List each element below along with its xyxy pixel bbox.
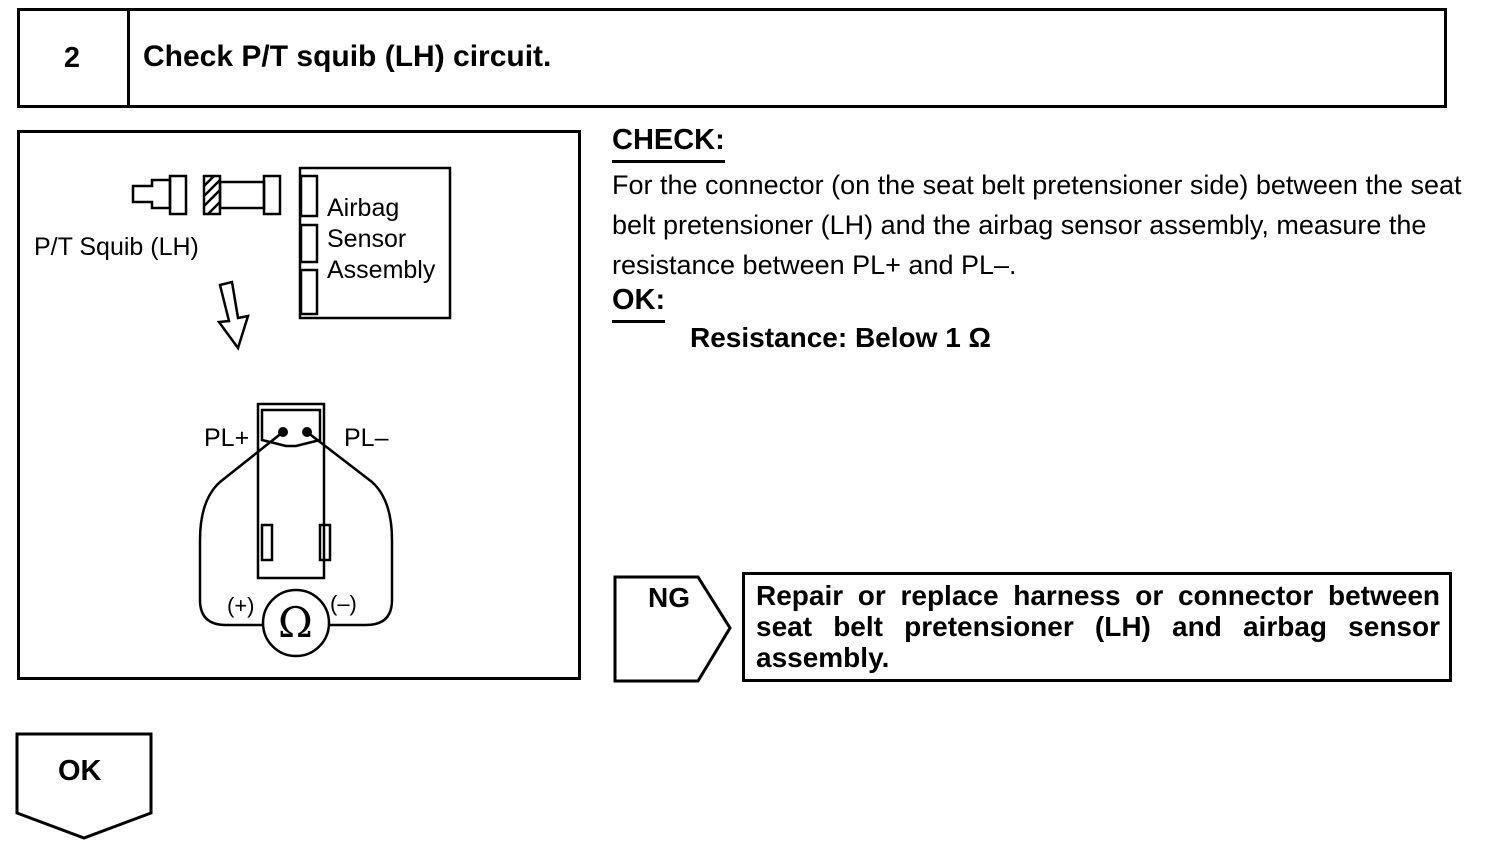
pl-plus-terminal bbox=[278, 427, 288, 437]
ng-action-text: Repair or replace harness or connector b… bbox=[756, 580, 1440, 673]
step-header-box bbox=[17, 8, 1447, 108]
sensor-label-line2: Sensor bbox=[327, 225, 407, 253]
ng-arrow-shape bbox=[613, 575, 732, 683]
down-arrow-icon bbox=[216, 280, 250, 351]
squib-connector-shape bbox=[168, 174, 188, 216]
ng-action-box bbox=[742, 572, 1452, 682]
ok-flow-label: OK bbox=[58, 755, 102, 787]
meter-minus-label: (–) bbox=[330, 591, 357, 616]
ohmmeter-circle bbox=[261, 588, 331, 658]
minus-lead bbox=[306, 431, 394, 627]
check-instructions: For the connector (on the seat belt pret… bbox=[612, 170, 1462, 280]
terminal-minus-label: PL– bbox=[344, 424, 389, 452]
connector-face-shape bbox=[256, 402, 326, 580]
check-heading: CHECK: bbox=[612, 124, 725, 163]
meter-plus-label: (+) bbox=[227, 593, 255, 618]
plus-lead bbox=[198, 431, 284, 627]
resistance-spec: Resistance: Below 1 Ω bbox=[690, 322, 991, 353]
step-number: 2 bbox=[17, 8, 130, 108]
ok-arrow-shape bbox=[15, 732, 153, 840]
terminal-plus-label: PL+ bbox=[204, 424, 250, 452]
sensor-label-line1: Airbag bbox=[327, 194, 400, 222]
squib-plug-shape bbox=[131, 178, 172, 210]
ohm-symbol: Ω bbox=[278, 598, 313, 647]
pl-minus-terminal bbox=[302, 427, 312, 437]
squib-label: P/T Squib (LH) bbox=[34, 233, 199, 261]
step-title: Check P/T squib (LH) circuit. bbox=[143, 40, 552, 73]
sensor-label-line3: Assembly bbox=[327, 256, 436, 284]
ok-heading: OK: bbox=[612, 284, 666, 323]
ng-label: NG bbox=[648, 582, 690, 613]
sensor-connector-shape bbox=[262, 174, 282, 216]
harness-body-shape bbox=[218, 180, 266, 210]
diagram-frame bbox=[17, 130, 581, 680]
